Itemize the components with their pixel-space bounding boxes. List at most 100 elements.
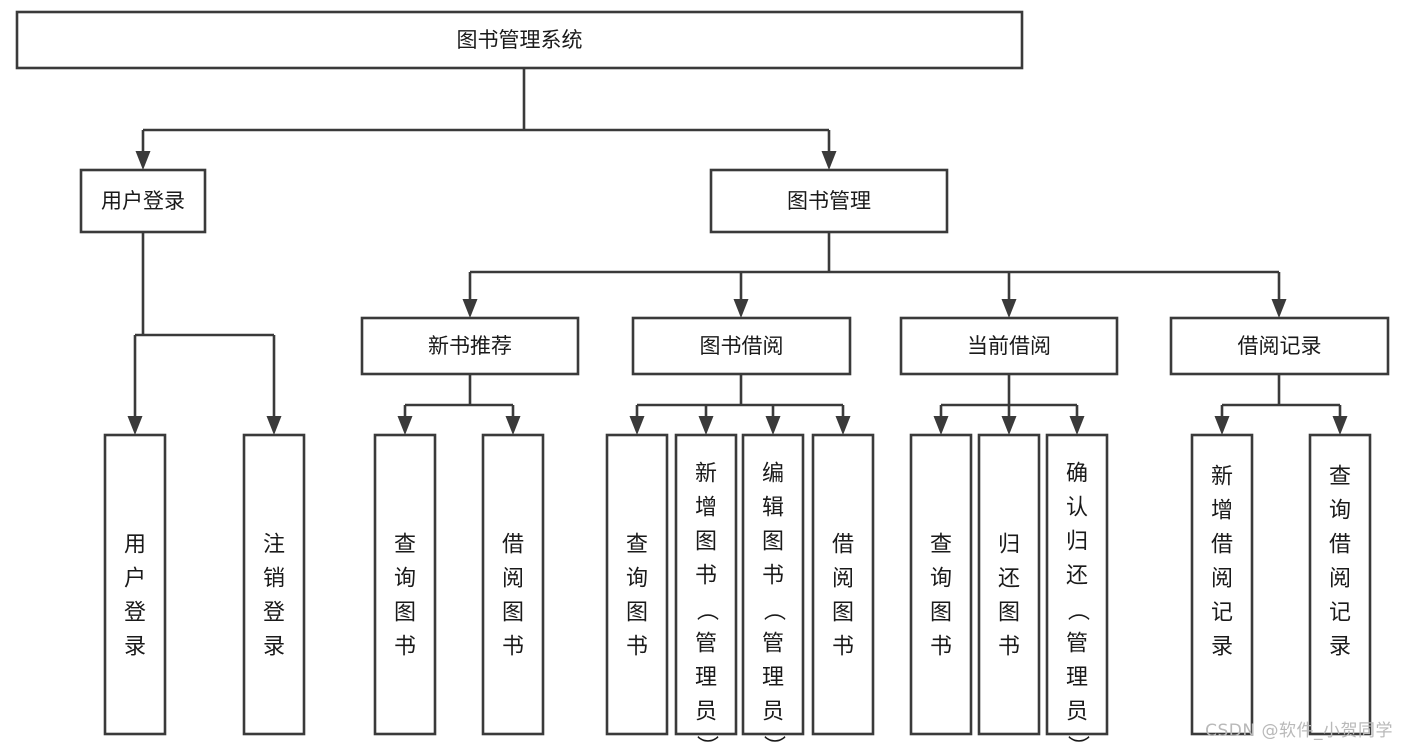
leaf-char: ） xyxy=(1065,735,1090,747)
node-bb-add-book[interactable] xyxy=(674,433,738,736)
leaf-char: 还 xyxy=(998,567,1020,592)
watermark-text: CSDN @软件_小贺同学 xyxy=(1205,721,1393,741)
leaf-char: 管 xyxy=(762,632,784,657)
arrow-to-bb-query-book xyxy=(629,416,645,435)
leaf-char: 登 xyxy=(124,601,146,626)
leaf-char: 书 xyxy=(502,635,524,660)
leaf-char: 查 xyxy=(394,533,416,558)
leaf-char: 归 xyxy=(1066,530,1088,555)
edges-layer xyxy=(127,68,1348,435)
leaf-char: 图 xyxy=(626,601,648,626)
leaf-char: 图 xyxy=(832,601,854,626)
node-new-book-recommend[interactable] xyxy=(360,316,580,376)
node-leaf-user-login-label: 用户登录 xyxy=(124,533,146,660)
arrow-to-bb-borrow-book xyxy=(835,416,851,435)
node-bb-query-book[interactable] xyxy=(605,433,669,736)
leaf-char: 查 xyxy=(1329,465,1351,490)
node-current-borrow[interactable] xyxy=(899,316,1119,376)
leaf-char: 借 xyxy=(832,533,854,558)
arrow-to-bb-edit-book xyxy=(765,416,781,435)
node-nbr-query-book[interactable] xyxy=(373,433,437,736)
leaf-char: 书 xyxy=(762,564,784,589)
leaf-char: 书 xyxy=(998,635,1020,660)
leaf-char: 确 xyxy=(1066,462,1088,487)
leaf-char: 认 xyxy=(1066,496,1088,521)
leaf-char: 阅 xyxy=(1211,567,1233,592)
leaf-char: 员 xyxy=(695,700,717,725)
node-new-book-recommend-label: 新书推荐 xyxy=(428,334,512,358)
leaf-char: 新 xyxy=(1211,465,1233,490)
arrow-to-cb-confirm-return xyxy=(1069,416,1085,435)
leaf-char: 管 xyxy=(1066,632,1088,657)
leaf-char: 阅 xyxy=(832,567,854,592)
leaf-char: 员 xyxy=(1066,700,1088,725)
leaf-char: 户 xyxy=(124,567,146,592)
node-cb-query-book[interactable] xyxy=(909,433,973,736)
arrow-to-nbr-borrow-book xyxy=(505,416,521,435)
leaf-char: 询 xyxy=(930,567,952,592)
arrow-to-new-book-recommend xyxy=(462,299,478,318)
leaf-char: 借 xyxy=(1211,533,1233,558)
arrow-to-book-manage xyxy=(821,151,837,170)
arrow-to-cb-query-book xyxy=(933,416,949,435)
leaf-char: 注 xyxy=(263,533,285,558)
leaf-char: 借 xyxy=(502,533,524,558)
leaf-char: 书 xyxy=(695,564,717,589)
arrow-to-br-query-record xyxy=(1332,416,1348,435)
leaf-char: 录 xyxy=(124,635,146,660)
arrow-to-br-add-record xyxy=(1214,416,1230,435)
node-borrow-record[interactable] xyxy=(1169,316,1390,376)
leaf-char: 书 xyxy=(626,635,648,660)
leaf-char: 图 xyxy=(695,530,717,555)
leaf-char: 记 xyxy=(1211,601,1233,626)
node-nbr-borrow-book[interactable] xyxy=(481,433,545,736)
leaf-char: 辑 xyxy=(762,496,784,521)
node-bb-borrow-book[interactable] xyxy=(811,433,875,736)
node-root[interactable] xyxy=(15,10,1024,70)
node-borrow-record-label: 借阅记录 xyxy=(1238,334,1322,358)
leaf-char: （ xyxy=(761,599,786,621)
node-bb-edit-book[interactable] xyxy=(741,433,805,736)
arrow-to-nbr-query-book xyxy=(397,416,413,435)
leaf-char: 增 xyxy=(695,496,717,521)
node-leaf-logout[interactable] xyxy=(242,433,306,736)
arrow-to-bb-add-book xyxy=(698,416,714,435)
leaf-char: 图 xyxy=(502,601,524,626)
leaf-char: （ xyxy=(694,599,719,621)
leaf-char: 图 xyxy=(394,601,416,626)
node-leaf-user-login[interactable] xyxy=(103,433,167,736)
node-book-borrow-label: 图书借阅 xyxy=(700,334,784,358)
leaf-char: 录 xyxy=(263,635,285,660)
arrow-to-current-borrow xyxy=(1001,299,1017,318)
node-user-login[interactable] xyxy=(79,168,207,234)
arrow-to-user-login xyxy=(135,151,151,170)
node-cb-confirm-return[interactable] xyxy=(1045,433,1109,736)
node-book-manage[interactable] xyxy=(709,168,949,234)
leaf-char: 书 xyxy=(394,635,416,660)
leaf-char: 借 xyxy=(1329,533,1351,558)
arrow-to-book-borrow xyxy=(733,299,749,318)
leaf-char: 管 xyxy=(695,632,717,657)
node-br-query-record[interactable] xyxy=(1308,433,1372,736)
leaf-char: 书 xyxy=(930,635,952,660)
node-book-borrow[interactable] xyxy=(631,316,852,376)
arrow-to-leaf-logout xyxy=(266,416,282,435)
leaf-char: 理 xyxy=(1066,666,1088,691)
leaf-char: 询 xyxy=(1329,499,1351,524)
leaf-char: 员 xyxy=(762,700,784,725)
node-cb-return-book[interactable] xyxy=(977,433,1041,736)
arrow-to-cb-return-book xyxy=(1001,416,1017,435)
leaf-char: 理 xyxy=(695,666,717,691)
leaf-char: 登 xyxy=(263,601,285,626)
leaf-char: 询 xyxy=(394,567,416,592)
node-br-add-record[interactable] xyxy=(1190,433,1254,736)
